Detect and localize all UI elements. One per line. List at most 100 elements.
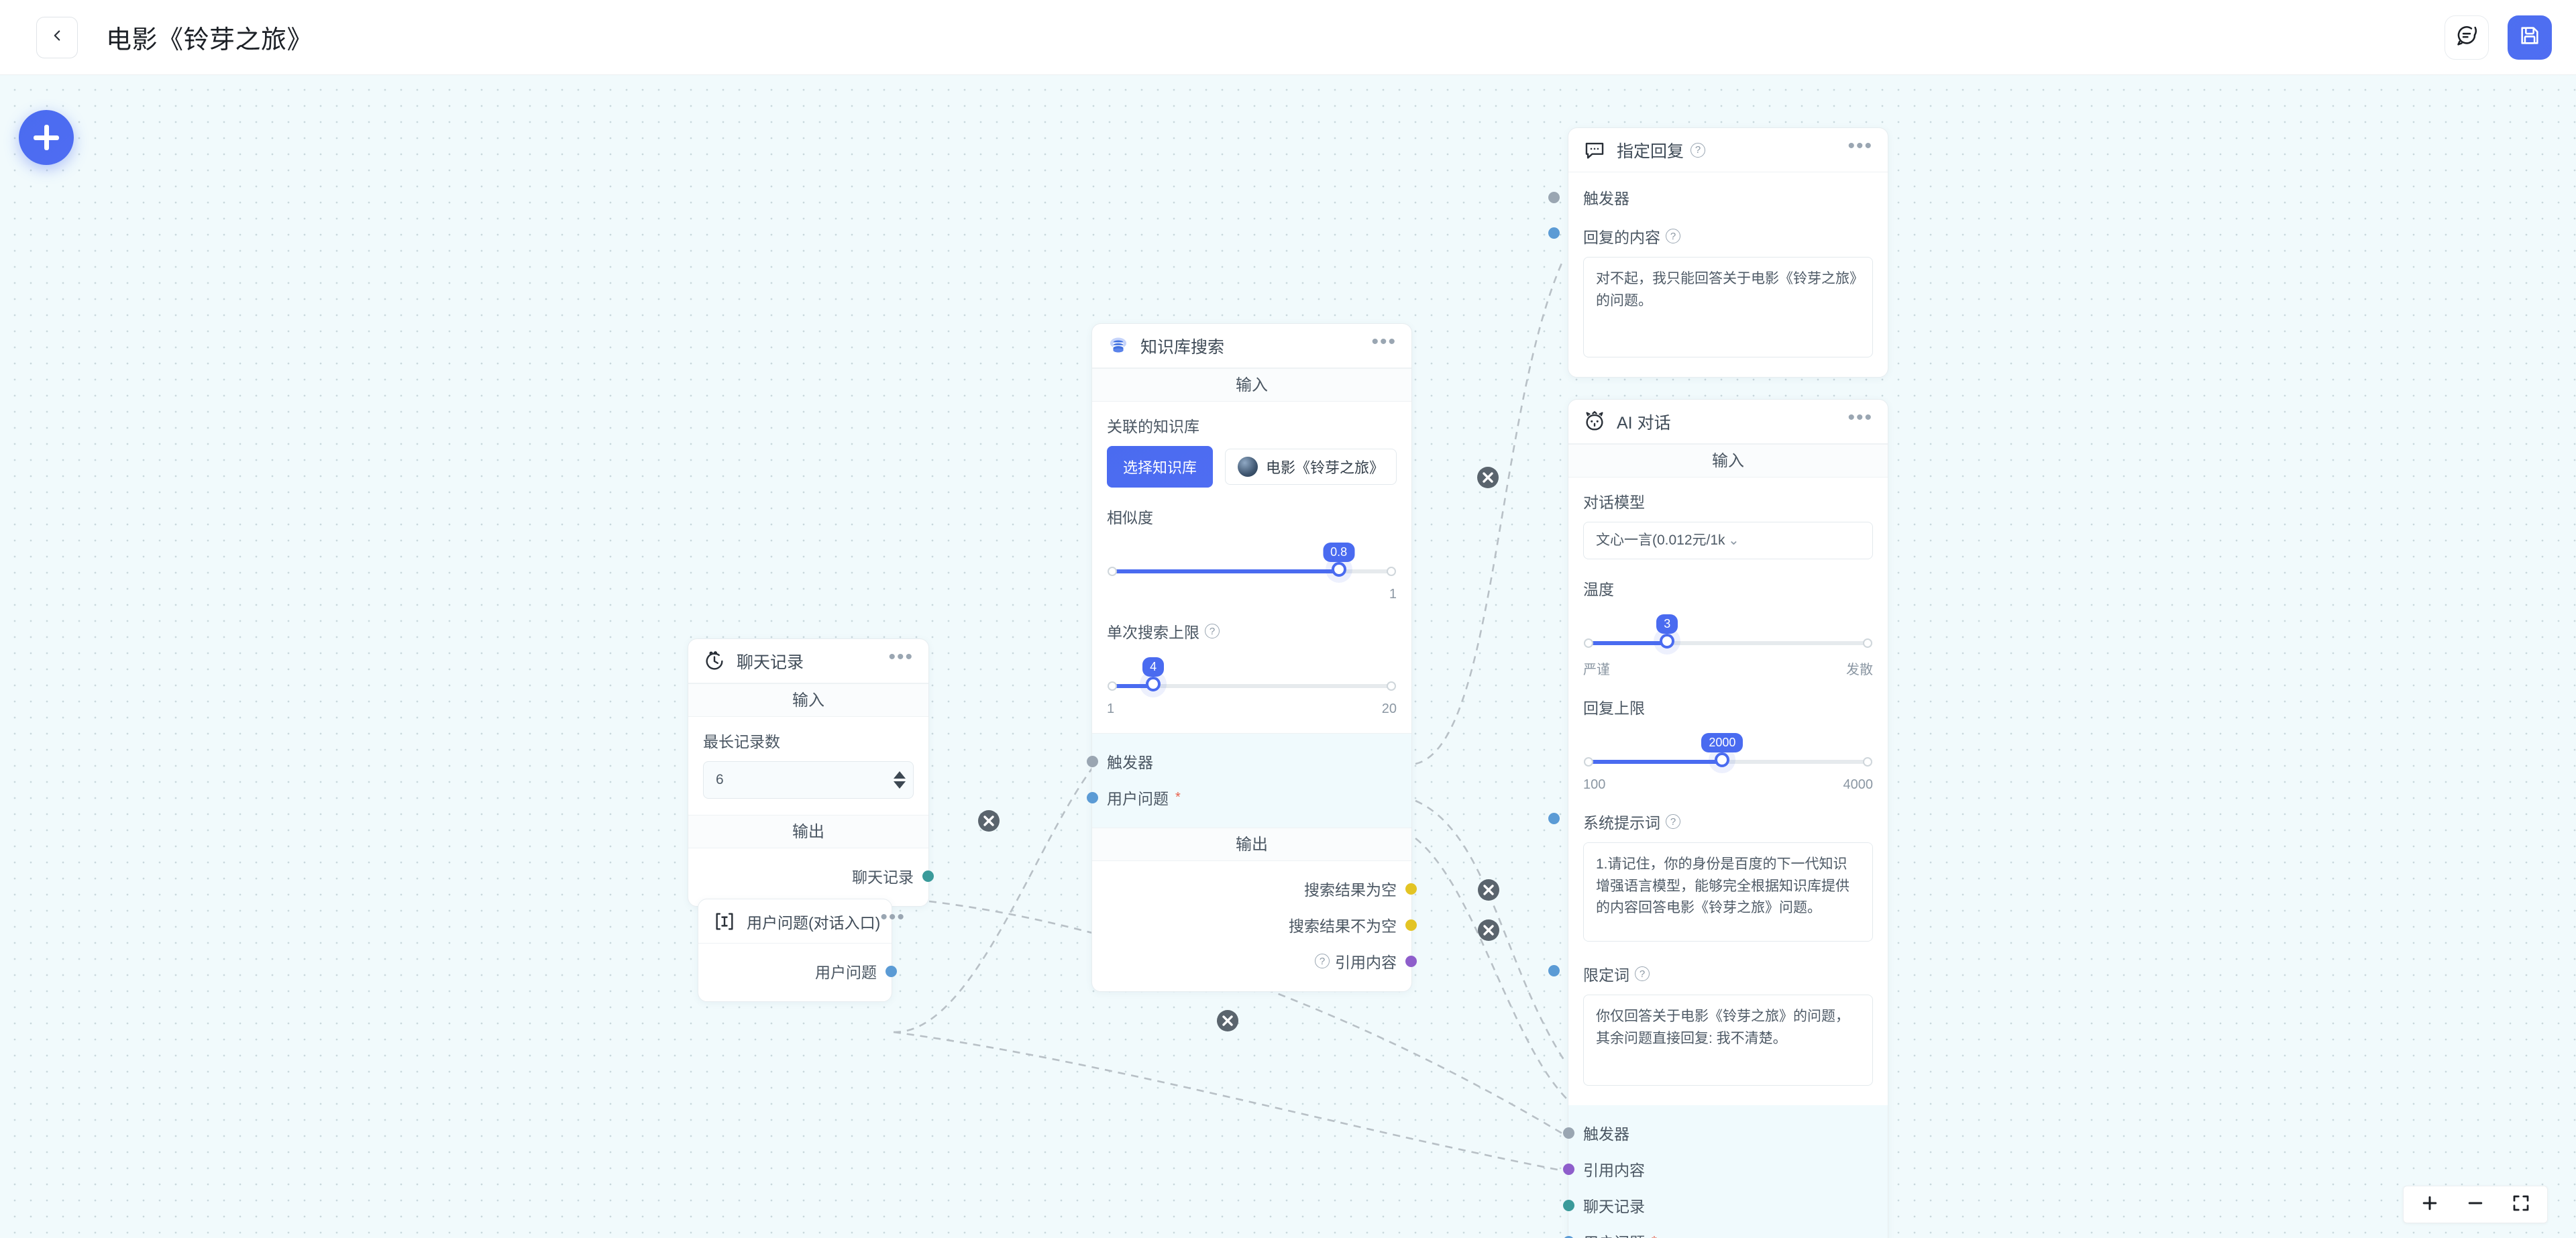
port-dot[interactable] <box>1563 1127 1574 1139</box>
port-dot[interactable] <box>1548 965 1560 976</box>
node-header: 聊天记录 ••• <box>688 639 928 683</box>
port-user-question-out[interactable]: 用户问题 <box>713 953 897 989</box>
help-icon[interactable]: ? <box>1666 229 1680 243</box>
fit-screen-icon <box>2511 1193 2531 1217</box>
similarity-slider[interactable]: 0.8 <box>1107 537 1397 591</box>
more-dots-icon[interactable]: ••• <box>1847 134 1873 157</box>
stepper-up-icon[interactable] <box>894 771 906 779</box>
port-dot[interactable] <box>1405 955 1417 967</box>
add-node-button[interactable] <box>19 110 74 165</box>
port-dot[interactable] <box>885 965 897 977</box>
port-search-nonempty-out[interactable]: 搜索结果不为空 <box>1107 907 1417 943</box>
database-cloud-icon <box>1107 335 1130 357</box>
slider-max-label: 4000 <box>1843 777 1874 792</box>
port-trigger-in[interactable]: 触发器 <box>1563 1115 1873 1151</box>
port-dot[interactable] <box>1405 919 1417 931</box>
zoom-in-button[interactable] <box>2418 1193 2441 1216</box>
qualifier-textarea[interactable] <box>1583 995 1873 1086</box>
node-kb-search[interactable]: 知识库搜索 ••• 输入 关联的知识库 选择知识库 电影《铃芽之旅》 相似度 <box>1087 323 1417 992</box>
more-dots-icon[interactable]: ••• <box>880 905 906 928</box>
similarity-field: 相似度 0.8 1 <box>1107 505 1397 602</box>
system-prompt-label: 系统提示词 ? <box>1548 810 1873 833</box>
port-label: 搜索结果为空 <box>1304 881 1397 899</box>
port-chat-history-in[interactable]: 聊天记录 <box>1563 1187 1873 1223</box>
port-trigger-in[interactable]: 触发器 <box>1548 179 1873 215</box>
slider-track[interactable] <box>1584 638 1872 648</box>
port-dot[interactable] <box>1548 227 1560 239</box>
temperature-label: 温度 <box>1583 581 1614 598</box>
port-dot[interactable] <box>1405 883 1417 895</box>
stepper-down-icon[interactable] <box>894 781 906 789</box>
system-prompt-field: 系统提示词 ? <box>1548 810 1873 945</box>
slider-max-label: 发散 <box>1846 663 1873 677</box>
max-records-label: 最长记录数 <box>703 733 780 750</box>
kb-chip[interactable]: 电影《铃芽之旅》 <box>1224 449 1397 485</box>
slider-thumb[interactable] <box>1660 634 1675 649</box>
help-icon[interactable]: ? <box>1315 954 1330 968</box>
more-dots-icon[interactable]: ••• <box>1847 406 1873 429</box>
max-reply-slider[interactable]: 2000 <box>1583 728 1873 781</box>
port-dot[interactable] <box>1087 791 1098 803</box>
comment-button[interactable] <box>2445 15 2489 60</box>
page-title: 电影《铃芽之旅》 <box>106 26 313 54</box>
slider-track[interactable] <box>1108 567 1396 576</box>
port-dot[interactable] <box>1087 755 1098 767</box>
search-limit-slider[interactable]: 4 <box>1107 652 1397 706</box>
port-dot[interactable] <box>1563 1199 1574 1211</box>
help-icon[interactable]: ? <box>1666 814 1680 829</box>
model-select[interactable]: 文心一言(0.012元/1k Tokens) ⌄ <box>1583 522 1873 559</box>
node-body: 关联的知识库 选择知识库 电影《铃芽之旅》 相似度 <box>1092 402 1411 733</box>
slider-thumb[interactable] <box>1715 752 1730 767</box>
chevron-down-icon[interactable]: ⌄ <box>1728 532 1739 548</box>
slider-fill <box>1589 760 1723 764</box>
required-star: * <box>1652 1234 1657 1238</box>
port-chat-history-out[interactable]: 聊天记录 <box>703 858 934 894</box>
slider-track[interactable] <box>1108 681 1396 691</box>
port-user-question-in[interactable]: 用户问题* <box>1563 1223 1873 1238</box>
plus-icon <box>2420 1193 2440 1217</box>
workflow-canvas[interactable]: 聊天记录 ••• 输入 最长记录数 输出 聊天记录 <box>0 75 2576 1238</box>
slider-cap-left <box>1108 681 1117 691</box>
slider-thumb[interactable] <box>1331 562 1346 577</box>
slider-cap-right <box>1863 638 1872 648</box>
back-button[interactable] <box>36 16 78 58</box>
help-icon[interactable]: ? <box>1205 624 1220 638</box>
search-limit-field: 单次搜索上限 ? 4 1 20 <box>1107 620 1397 717</box>
port-dot[interactable] <box>922 870 934 882</box>
port-search-empty-out[interactable]: 搜索结果为空 <box>1107 870 1417 907</box>
slider-cap-left <box>1584 757 1593 767</box>
system-prompt-textarea[interactable] <box>1583 842 1873 942</box>
node-user-question[interactable]: 用户问题(对话入口) ••• 用户问题 <box>698 899 904 1002</box>
port-dot[interactable] <box>1548 191 1560 203</box>
port-label: 触发器 <box>1107 754 1153 771</box>
port-dot[interactable] <box>1563 1163 1574 1175</box>
port-dot[interactable] <box>1563 1235 1574 1238</box>
port-dot[interactable] <box>1548 813 1560 824</box>
port-user-question-in[interactable]: 用户问题* <box>1087 779 1397 815</box>
reply-content-textarea[interactable] <box>1583 257 1873 357</box>
slider-max-label: 1 <box>1389 587 1397 602</box>
help-icon[interactable]: ? <box>1635 966 1650 981</box>
save-button[interactable] <box>2508 15 2552 60</box>
node-fixed-reply[interactable]: 指定回复 ? ••• 触发器 回复的内容 ? <box>1548 127 1888 378</box>
stepper-arrows[interactable] <box>894 771 906 789</box>
select-kb-button[interactable]: 选择知识库 <box>1107 446 1213 488</box>
node-ai-chat[interactable]: AI 对话 ••• 输入 对话模型 文心一言(0.012元/1k Tokens)… <box>1548 399 1888 1238</box>
more-dots-icon[interactable]: ••• <box>1371 330 1397 353</box>
more-dots-icon[interactable]: ••• <box>888 645 914 668</box>
max-records-input[interactable] <box>703 761 914 799</box>
max-records-stepper[interactable] <box>703 761 914 799</box>
kb-row: 选择知识库 电影《铃芽之旅》 <box>1107 446 1397 488</box>
port-citation-in[interactable]: 引用内容 <box>1563 1151 1873 1187</box>
node-chat-history[interactable]: 聊天记录 ••• 输入 最长记录数 输出 聊天记录 <box>688 638 934 907</box>
fit-screen-button[interactable] <box>2510 1193 2532 1216</box>
slider-thumb[interactable] <box>1146 677 1161 691</box>
temperature-field: 温度 3 严谨 发散 <box>1583 577 1873 678</box>
port-trigger-in[interactable]: 触发器 <box>1087 743 1397 779</box>
zoom-out-button[interactable] <box>2464 1193 2487 1216</box>
input-ports: 触发器 引用内容 聊天记录 用户问题* <box>1563 1105 1888 1238</box>
help-icon[interactable]: ? <box>1690 142 1706 158</box>
port-citation-out[interactable]: ? 引用内容 <box>1107 943 1417 979</box>
slider-min-label: 100 <box>1583 777 1606 792</box>
temperature-slider[interactable]: 3 <box>1583 609 1873 663</box>
